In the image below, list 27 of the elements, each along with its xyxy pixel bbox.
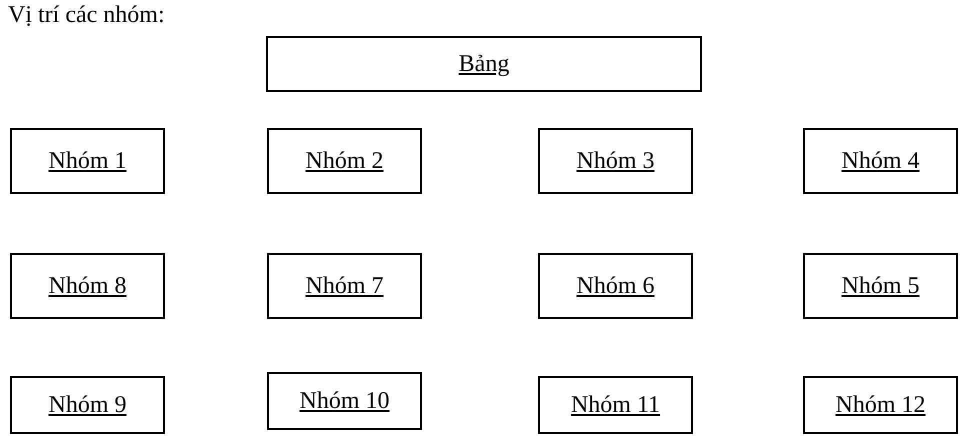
box-label: Nhóm 7	[306, 272, 384, 300]
group-box	[803, 128, 958, 194]
group-box	[803, 253, 958, 319]
group-box	[267, 128, 422, 194]
title: Vị trí các nhóm:	[8, 2, 165, 29]
box-label: Nhóm 6	[576, 272, 654, 300]
group-box	[538, 128, 693, 194]
box-label: Nhóm 9	[48, 392, 126, 418]
box-label: Nhóm 12	[836, 392, 926, 418]
group-box	[267, 253, 422, 319]
group-box	[803, 376, 958, 434]
group-box	[10, 253, 165, 319]
box-label: Nhóm 2	[306, 148, 384, 174]
group-box	[267, 372, 422, 430]
box-label: Nhóm 1	[48, 148, 126, 174]
box-label: Nhóm 3	[576, 148, 654, 174]
group-box	[10, 376, 165, 434]
board-box	[266, 36, 702, 92]
group-box	[538, 376, 693, 434]
box-label: Nhóm 4	[842, 148, 920, 174]
box-label: Bảng	[458, 50, 510, 78]
box-label: Nhóm 5	[842, 272, 920, 300]
box-label: Nhóm 8	[48, 272, 126, 300]
box-label: Nhóm 10	[300, 388, 390, 414]
group-box	[538, 253, 693, 319]
group-box	[10, 128, 165, 194]
box-label: Nhóm 11	[570, 392, 660, 418]
